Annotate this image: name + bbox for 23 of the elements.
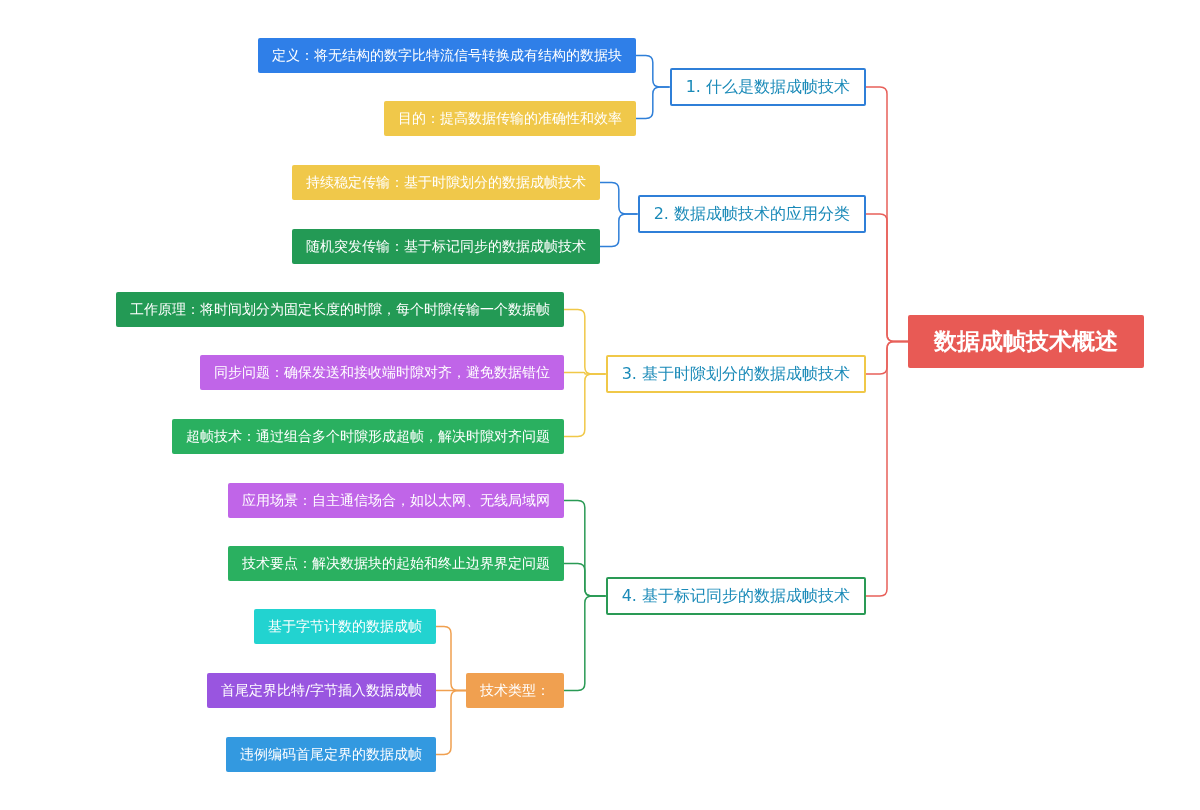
leaf-box: 违例编码首尾定界的数据成帧: [226, 737, 436, 772]
leaf-box: 技术要点：解决数据块的起始和终止边界界定问题: [228, 546, 564, 581]
topic-box: 数据成帧技术概述: [908, 315, 1144, 368]
leaf-box: 工作原理：将时间划分为固定长度的时隙，每个时隙传输一个数据帧: [116, 292, 564, 327]
branch-connector: [635, 86, 671, 120]
leaf-box: 超帧技术：通过组合多个时隙形成超帧，解决时隙对齐问题: [172, 419, 564, 454]
leaf-box: 目的：提高数据传输的准确性和效率: [384, 101, 636, 136]
leaf-box: 定义：将无结构的数字比特流信号转换成有结构的数据块: [258, 38, 636, 73]
leaf-box: 同步问题：确保发送和接收端时隙对齐，避免数据错位: [200, 355, 564, 390]
branch-connector: [599, 213, 639, 248]
leaf-box: 持续稳定传输：基于时隙划分的数据成帧技术: [292, 165, 600, 200]
branch-box: 1. 什么是数据成帧技术: [669, 68, 866, 106]
branch-box: 2. 数据成帧技术的应用分类: [637, 195, 866, 233]
branch-connector: [563, 595, 607, 692]
leaf-box: 首尾定界比特/字节插入数据成帧: [207, 673, 436, 708]
leaf-box: 应用场景：自主通信场合，如以太网、无线局域网: [228, 483, 564, 518]
branch-connector: [865, 340, 909, 597]
leaf-box: 基于字节计数的数据成帧: [254, 609, 436, 644]
leaf-box: 技术类型：: [466, 673, 564, 708]
branch-connector: [563, 373, 607, 438]
branch-box: 4. 基于标记同步的数据成帧技术: [605, 577, 866, 615]
leaf-box: 随机突发传输：基于标记同步的数据成帧技术: [292, 229, 600, 264]
branch-box: 3. 基于时隙划分的数据成帧技术: [605, 355, 866, 393]
